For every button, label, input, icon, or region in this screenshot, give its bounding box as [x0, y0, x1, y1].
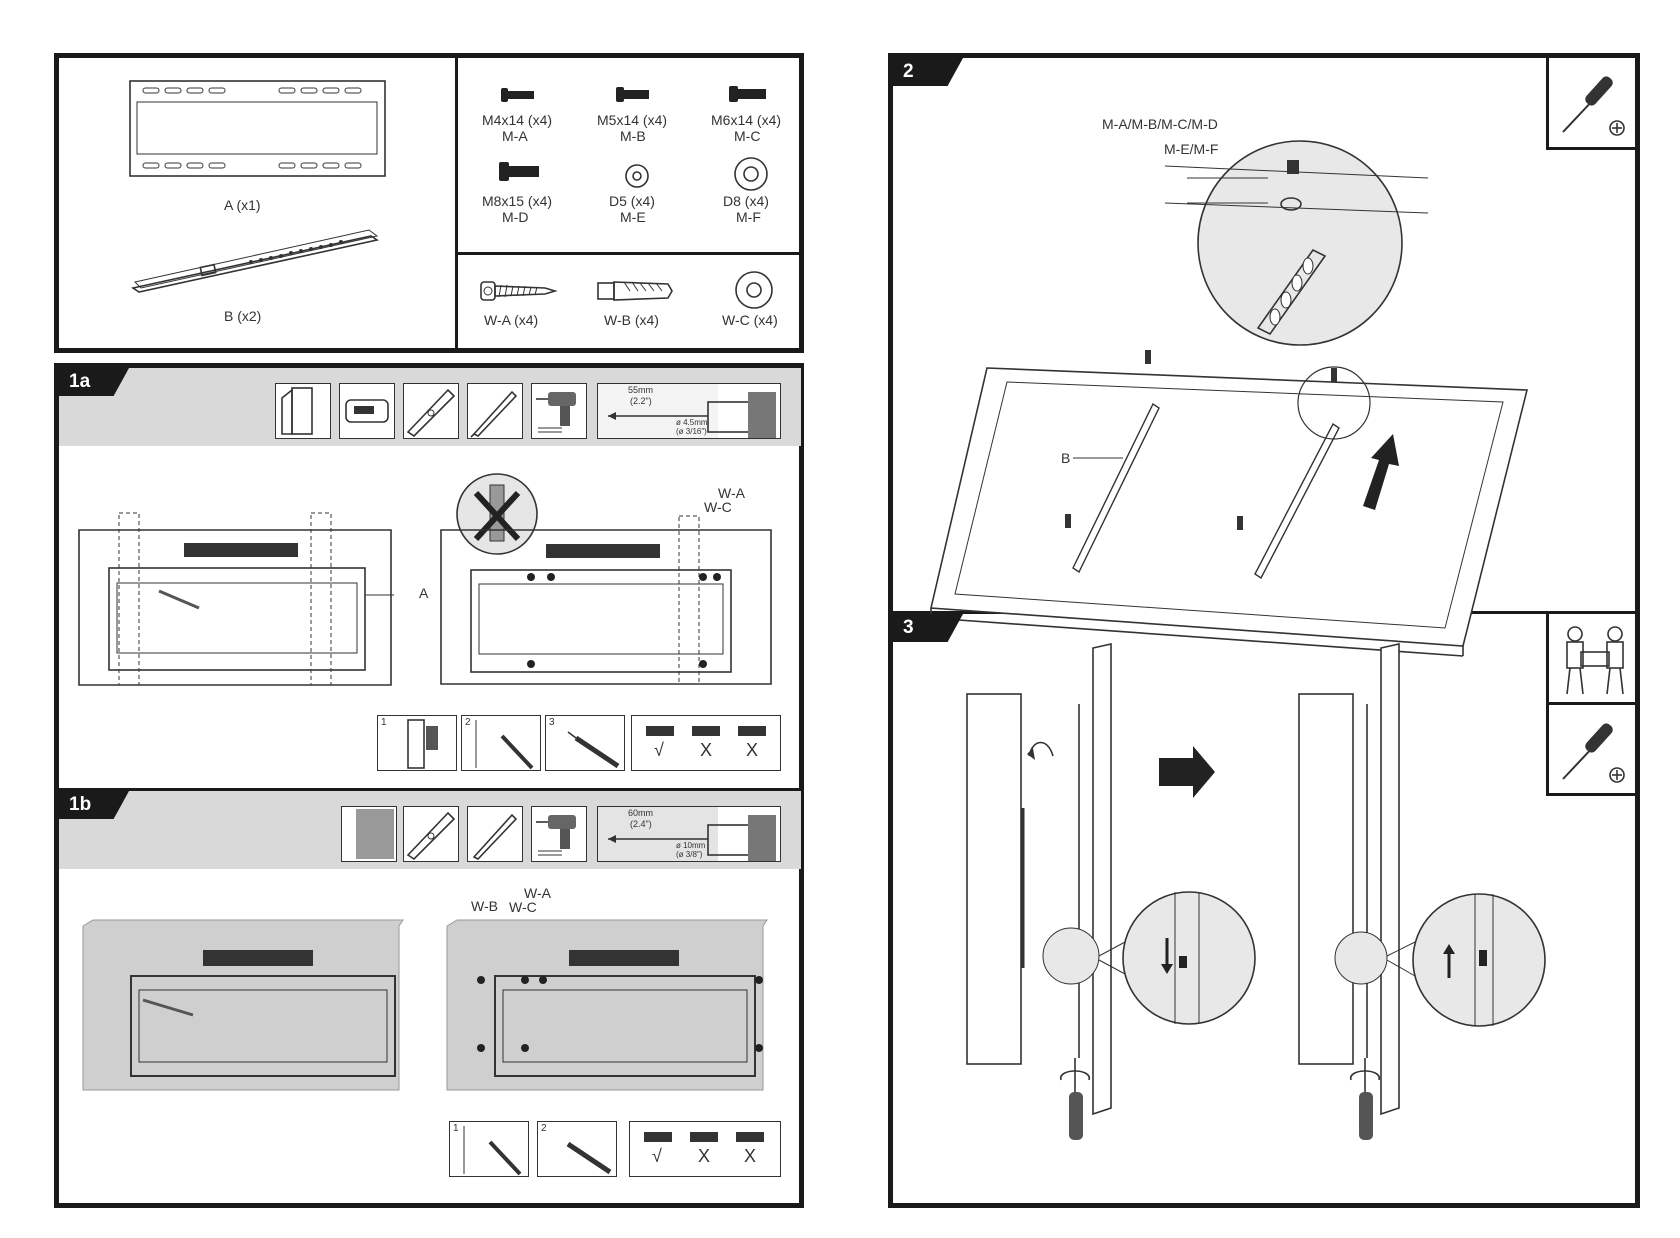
drill-depth-diagram-1b: 60mm (2.4") ø 10mm (ø 3/8")	[597, 806, 781, 862]
step-1b-substep-2: 2	[537, 1121, 617, 1177]
step-2-3-panel: 2 M-A/M-B/M-C/	[888, 53, 1640, 1208]
step-1b-label-wc: W-C	[509, 899, 537, 915]
power-drill-icon	[531, 383, 587, 439]
power-drill-icon-1b	[531, 806, 587, 862]
level-mark-bad-2-1b: X	[744, 1146, 757, 1166]
part-b-label: B (x2)	[224, 308, 262, 324]
step-1a-plate-fastened-drawing	[440, 515, 772, 685]
level-mark-ok: √	[654, 740, 664, 760]
level-icon	[403, 383, 459, 439]
step-1a-label-wc: W-C	[704, 499, 732, 515]
screw-m-b-icon	[616, 87, 649, 102]
drill-depth-mm-1b: 60mm	[628, 808, 654, 818]
wall-hardware-w-b-label: W-B (x4)	[604, 312, 659, 328]
step-1a-substep-1: 1	[377, 715, 457, 771]
level-mark-bad-2: X	[746, 740, 759, 760]
screw-m-a-icon	[501, 88, 534, 102]
step-1a-substep-2: 2	[461, 715, 541, 771]
step-1b-substep-1: 1	[449, 1121, 529, 1177]
step-3-tag: 3	[893, 614, 963, 642]
washer-m-f-code: M-F	[736, 209, 761, 225]
step-1-divider	[59, 788, 801, 791]
step-1a-label-a: A	[419, 585, 429, 601]
washer-m-f-size: D8 (x4)	[723, 193, 769, 209]
level-mark-bad-1: X	[700, 740, 713, 760]
wood-screw-w-a-icon	[480, 281, 558, 301]
part-a-label: A (x1)	[224, 197, 261, 213]
step-1b-label-wa: W-A	[524, 885, 551, 901]
step-2-bracket-label: B	[1061, 450, 1071, 466]
step-2-tag: 2	[893, 58, 963, 86]
screw-m-c-code: M-C	[734, 128, 761, 144]
pencil-icon	[467, 383, 523, 439]
step-1a-plate-on-studs-drawing	[78, 512, 394, 686]
drill-diameter-in: (ø 3/16")	[676, 427, 707, 436]
drill-diameter-mm: ø 4.5mm	[676, 418, 708, 427]
phillips-screwdriver-icon-step3	[1562, 723, 1625, 783]
step-3-hang-tv-left-drawing	[966, 643, 1256, 1140]
level-mark-bad-1-1b: X	[698, 1146, 711, 1166]
stud-finder-icon	[339, 383, 395, 439]
step-1a-substep-3: 3	[545, 715, 625, 771]
two-person-tool-box	[1546, 614, 1637, 705]
wall-hardware-w-a-label: W-A (x4)	[484, 312, 539, 328]
wall-plate-a-drawing	[129, 80, 386, 177]
wall-hardware-w-c-label: W-C (x4)	[722, 312, 778, 328]
step-3-hang-tv-right-drawing	[1298, 643, 1546, 1140]
vertical-bracket-b-drawing	[130, 229, 380, 293]
drill-depth-diagram-1a: 55mm (2.2") ø 4.5mm (ø 3/16")	[597, 383, 781, 439]
no-anchor-icon	[456, 473, 538, 555]
screw-m-c-icon	[729, 86, 766, 102]
drill-depth-in-1b: (2.4")	[630, 819, 652, 829]
washer-m-e-icon	[625, 164, 649, 188]
drill-depth-in: (2.2")	[630, 396, 652, 406]
step-1a-level-check: √ X X	[631, 715, 781, 771]
drill-diameter-mm-1b: ø 10mm	[676, 841, 706, 850]
step-1-panel: 1a 55mm (2.2") ø 4.5mm (ø 3/16")	[54, 363, 804, 1208]
concrete-wall-icon	[341, 806, 397, 862]
screw-m-b-size: M5x14 (x4)	[597, 112, 668, 128]
step-1a-label-wa: W-A	[718, 485, 745, 501]
parts-divider-horizontal	[455, 252, 801, 255]
wall-anchor-w-b-icon	[597, 281, 673, 301]
phillips-screwdriver-icon	[1562, 76, 1625, 136]
parts-divider-vertical	[455, 58, 458, 350]
step-1b-plate-on-concrete-drawing	[82, 919, 404, 1091]
step-2-tv-back-drawing	[930, 140, 1529, 657]
screw-m-d-code: M-D	[502, 209, 529, 225]
drill-depth-mm: 55mm	[628, 385, 654, 395]
level-mark-ok-1b: √	[652, 1146, 662, 1166]
screw-m-c-size: M6x14 (x4)	[711, 112, 782, 128]
parts-panel: A (x1) B (x2) M4x14 (x4) M-A M5x14 (x4) …	[54, 53, 804, 353]
screwdriver-tool-box-step2	[1546, 58, 1637, 150]
drill-diameter-in-1b: (ø 3/8")	[676, 850, 703, 859]
level-icon-1b	[403, 806, 459, 862]
step-2-callout-screws: M-A/M-B/M-C/M-D	[1102, 116, 1218, 132]
screw-m-a-code: M-A	[502, 128, 528, 144]
step-2-callout-washers: M-E/M-F	[1164, 141, 1219, 157]
screw-m-b-code: M-B	[620, 128, 646, 144]
washer-w-c-icon	[735, 271, 773, 309]
screw-m-d-size: M8x15 (x4)	[482, 193, 553, 209]
step-1b-level-check: √ X X	[629, 1121, 781, 1177]
washer-m-e-code: M-E	[620, 209, 646, 225]
step-1b-label-wb: W-B	[471, 898, 498, 914]
screwdriver-tool-box-step3	[1546, 705, 1637, 796]
screw-m-a-size: M4x14 (x4)	[482, 112, 553, 128]
washer-m-e-size: D5 (x4)	[609, 193, 655, 209]
washer-m-f-icon	[734, 157, 768, 191]
pencil-icon-1b	[467, 806, 523, 862]
screw-m-d-icon	[499, 162, 539, 181]
step-1b-plate-fastened-drawing	[446, 919, 768, 1091]
stud-finder-wood-icon	[275, 383, 331, 439]
two-person-lift-icon	[1566, 626, 1624, 695]
